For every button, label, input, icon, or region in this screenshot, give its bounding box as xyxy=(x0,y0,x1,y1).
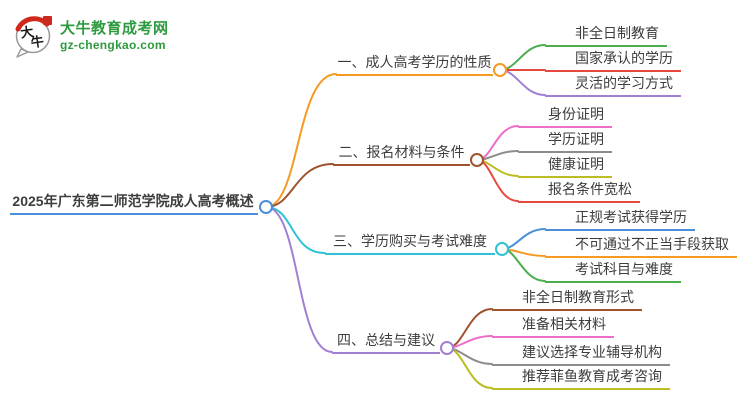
leaf-node-1-3[interactable]: 灵活的学习方式 xyxy=(545,75,681,97)
logo-subtitle: gz-chengkao.com xyxy=(60,38,166,52)
logo-red-seal xyxy=(43,16,52,25)
leaf-node-4-3[interactable]: 建议选择专业辅导机构 xyxy=(492,344,670,366)
branch4-node-handle[interactable] xyxy=(440,341,454,355)
root-node-handle[interactable] xyxy=(259,200,273,214)
connector-root-branch2 xyxy=(265,163,334,208)
leaf-node-3-2[interactable]: 不可通过不正当手段获取 xyxy=(545,236,737,258)
leaf-node-2-2[interactable]: 学历证明 xyxy=(518,131,612,153)
connector-b4-c4 xyxy=(446,347,493,389)
leaf-node-3-1[interactable]: 正规考试获得学历 xyxy=(545,209,695,231)
logo-title: 大牛教育成考网 xyxy=(60,20,169,37)
site-logo[interactable]: 大 牛 大牛教育成考网 gz-chengkao.com xyxy=(12,13,169,59)
leaf-node-4-2[interactable]: 准备相关材料 xyxy=(492,316,614,338)
logo-char-da: 大 xyxy=(19,24,34,41)
leaf-node-2-3[interactable]: 健康证明 xyxy=(518,156,612,178)
logo-text-block: 大牛教育成考网 gz-chengkao.com xyxy=(60,20,169,52)
connector-root-branch1 xyxy=(265,73,337,208)
root-node[interactable]: 2025年广东第二师范学院成人高考概述 xyxy=(10,193,258,215)
branch-node-4[interactable]: 四、总结与建议 xyxy=(332,332,440,354)
branch3-node-handle[interactable] xyxy=(495,242,509,256)
connector-b3-c1 xyxy=(501,228,546,250)
connector-b2-c4 xyxy=(476,159,519,202)
branch1-node-handle[interactable] xyxy=(493,63,507,77)
connector-root-branch3 xyxy=(265,206,326,254)
leaf-node-1-1[interactable]: 非全日制教育 xyxy=(545,25,667,47)
connector-root-branch4 xyxy=(265,206,333,353)
leaf-node-2-1[interactable]: 身份证明 xyxy=(518,106,612,128)
connector-b1-c1 xyxy=(499,44,546,71)
connector-b1-c3 xyxy=(499,69,546,96)
branch-node-1[interactable]: 一、成人高考学历的性质 xyxy=(336,54,493,76)
leaf-node-4-4[interactable]: 推荐菲鱼教育成考咨询 xyxy=(492,368,670,390)
branch-node-3[interactable]: 三、学历购买与考试难度 xyxy=(325,233,495,255)
connector-b4-c1 xyxy=(446,308,493,349)
branch2-node-handle[interactable] xyxy=(470,153,484,167)
leaf-node-1-2[interactable]: 国家承认的学历 xyxy=(545,50,681,72)
branch-node-2[interactable]: 二、报名材料与条件 xyxy=(333,144,470,166)
leaf-node-4-1[interactable]: 非全日制教育形式 xyxy=(492,289,642,311)
logo-char-niu: 牛 xyxy=(30,34,45,51)
daniu-logo-icon: 大 牛 xyxy=(15,16,52,58)
leaf-node-2-4[interactable]: 报名条件宽松 xyxy=(518,181,640,203)
leaf-node-3-3[interactable]: 考试科目与难度 xyxy=(545,261,681,283)
